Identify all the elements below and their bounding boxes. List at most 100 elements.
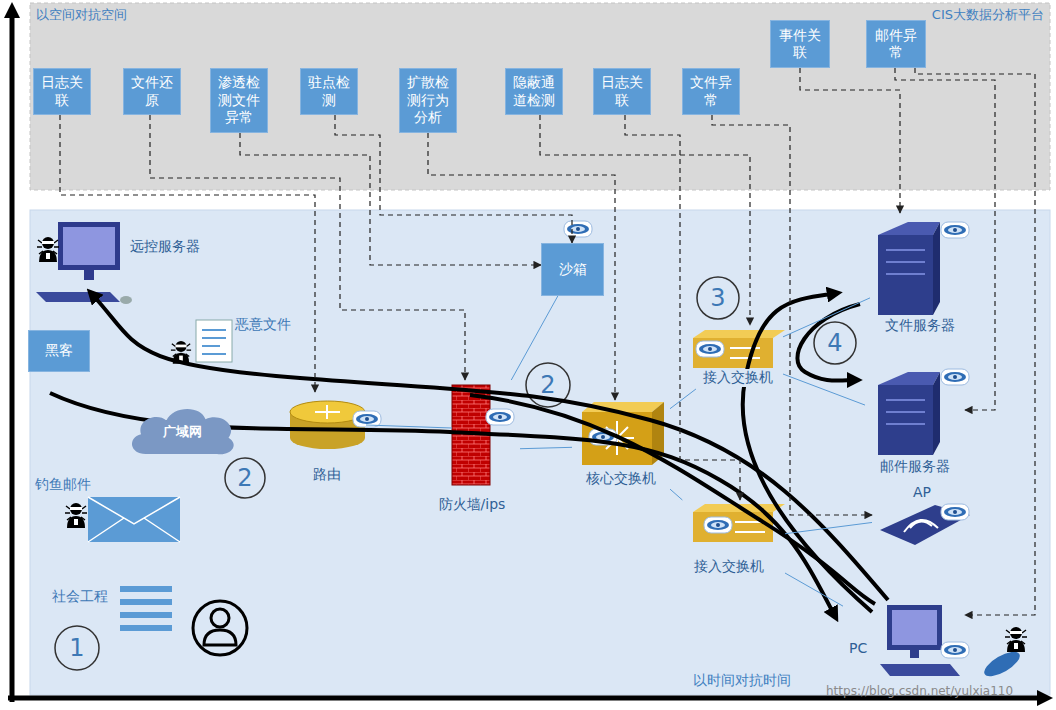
device-node: 接入交换机 [693,325,783,389]
network-link [785,573,843,606]
process-box: 邮件异常 [866,20,926,68]
device-label: 邮件服务器 [878,458,952,476]
network-link [785,522,872,533]
server-top [878,372,940,385]
node-label: 驻点检测 [305,74,353,109]
envelope-icon [88,497,180,542]
document-icon [196,320,232,362]
analysis-link [240,133,541,265]
analysis-link [712,115,872,515]
device-node: 接入交换机 [673,500,785,582]
person-body [204,630,236,645]
device-node: 防火墙/ips [425,380,520,520]
band-title: CIS大数据分析平台 [932,7,1044,23]
network-link [511,296,558,380]
device-label: 文件服务器 [883,317,957,335]
callout-circle [697,277,739,319]
device-node: AP [872,482,972,550]
annotation-label: 恶意文件 [235,316,291,334]
pc-screen [892,610,937,645]
attack-path [797,304,860,381]
envelope-lines [88,497,180,542]
callout-number: 1 [69,633,84,663]
analysis-link [335,115,572,243]
usb-icon [981,647,1024,681]
switch-top [693,330,785,338]
analysis-link [895,68,995,410]
monitor-badge [941,642,969,658]
monitor [58,222,120,270]
server-side [933,222,940,315]
analysis-link [915,68,1035,615]
node-label: 文件异常 [687,74,735,109]
server-slots [886,250,925,274]
node-label: 广域网 [163,424,202,440]
network-link [670,489,682,500]
region-band: 以空间对抗空间 CIS大数据分析平台日志关联 文件还原 渗透检测文件异常 驻点检测 扩散检… [30,3,1050,190]
process-box: 事件关联 [770,20,830,68]
callout-number: 3 [710,283,725,313]
pc-monitor [887,605,942,650]
watermark: https://blog.csdn.net/yulxia110 [826,684,1013,699]
access-switch-icon [693,338,773,368]
node-label: 文件还原 [128,74,176,109]
mouse [120,296,132,304]
analysis-link [428,133,615,400]
process-box: 渗透检测文件异常 [210,68,268,133]
process-box: 隐蔽通道检测 [505,68,563,115]
band-title: 以空间对抗空间 [36,7,127,23]
device-label: AP [911,484,933,502]
server-side [933,372,940,455]
attack-path [470,395,875,604]
device-node: 核心交换机 [572,400,670,492]
router-mark [315,405,340,419]
process-box: 黑客 [28,330,90,372]
document-lines [202,330,226,354]
wifi-arcs [904,520,938,532]
callout-number: 2 [540,370,555,400]
monitor-badge [486,409,514,425]
stand [84,270,94,280]
device-label: 核心交换机 [584,470,658,488]
ap-icon [880,505,970,545]
node-label: 事件关联 [775,27,825,62]
network-link [520,447,572,448]
monitor-badge [696,341,724,357]
node-label: 渗透检测文件异常 [215,74,263,127]
device-label: 接入交换机 [701,369,775,387]
text-lines-icon [120,599,172,605]
annotation-label: 钓鱼邮件 [35,476,91,494]
axis-arrow [1037,690,1053,706]
text-lines-icon [120,586,172,592]
time-band [30,210,1050,695]
node-label: 日志关联 [38,74,86,109]
axis-arrow [4,2,20,18]
device-label: PC [847,640,869,658]
device-node: 远控服务器 [28,218,213,303]
cloud-outline [132,409,234,454]
process-box: 沙箱 [541,243,604,296]
person-icon [193,601,247,655]
process-box: 日志关联 [33,68,91,115]
axis [10,14,15,702]
process-box: 扩散检测行为分析 [399,68,457,133]
switch-mark [735,522,765,532]
access-switch-icon [693,512,773,542]
node-label: 黑客 [45,342,73,360]
region-band: 以时间对抗时间远控服务器黑客沙箱广域网路由防火墙/ips核心交换机接入交换机接入… [30,210,1050,695]
monitor-badge [941,222,969,238]
process-box: 文件异常 [682,68,740,115]
node-label: 扩散检测行为分析 [404,74,452,127]
analysis-link [800,68,900,213]
device-node: 路由 [285,392,370,490]
text-lines-icon [120,625,172,631]
file-server-icon [878,235,933,315]
analysis-link [540,115,750,325]
person-head [211,609,229,627]
callout-number: 2 [237,463,252,493]
callout-circle [55,626,99,670]
space-band [30,3,1050,190]
hacker-icon [37,237,59,262]
network-cloud: 广域网 [125,403,240,461]
